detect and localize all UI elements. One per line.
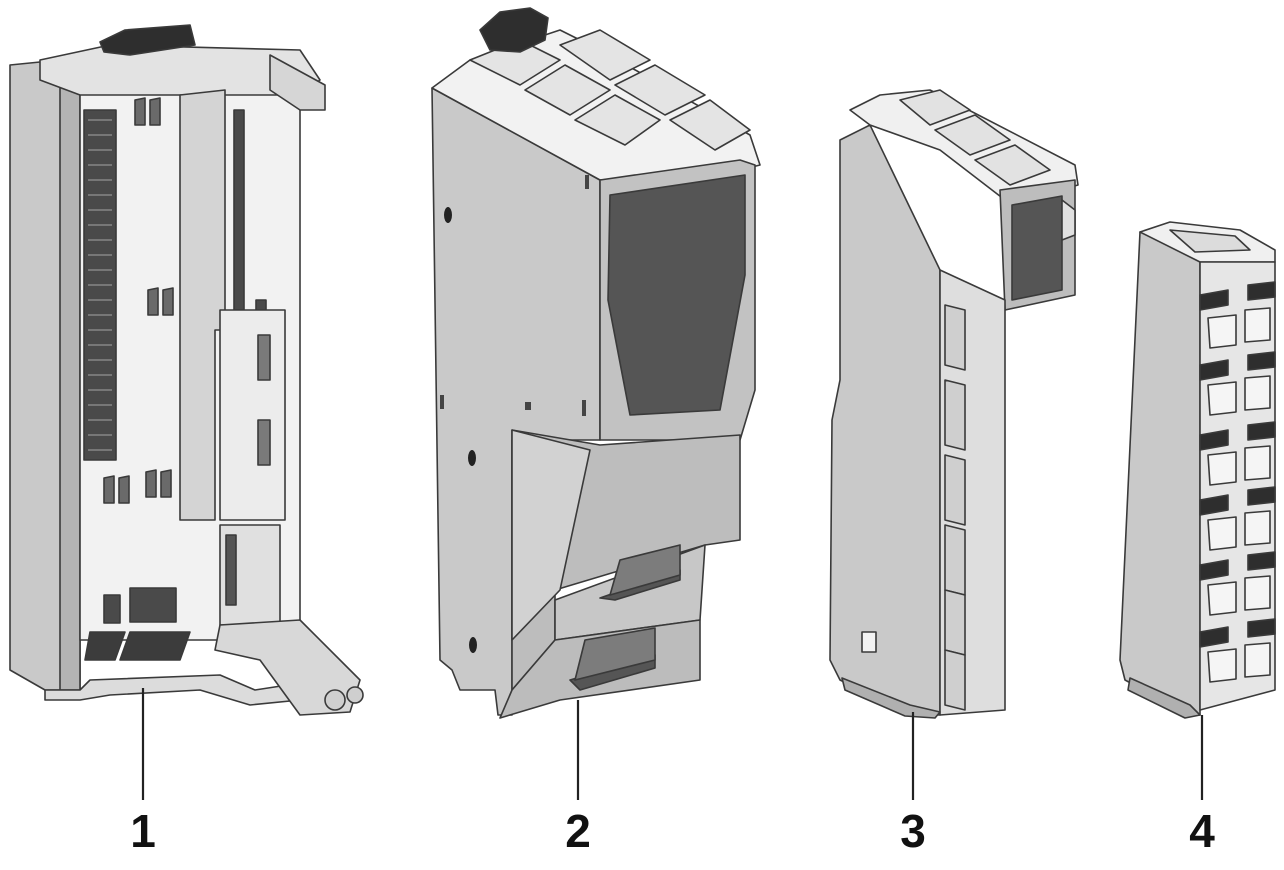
- electronic-module-icon: [431, 7, 761, 719]
- callout-2: 2: [565, 805, 591, 857]
- terminal-block-icon: [1119, 221, 1276, 719]
- callout-4: 4: [1189, 805, 1215, 857]
- callout-3: 3: [900, 805, 926, 857]
- callout-1: 1: [130, 805, 156, 857]
- narrow-module-icon: [829, 89, 1079, 719]
- base-unit-icon: [9, 24, 364, 716]
